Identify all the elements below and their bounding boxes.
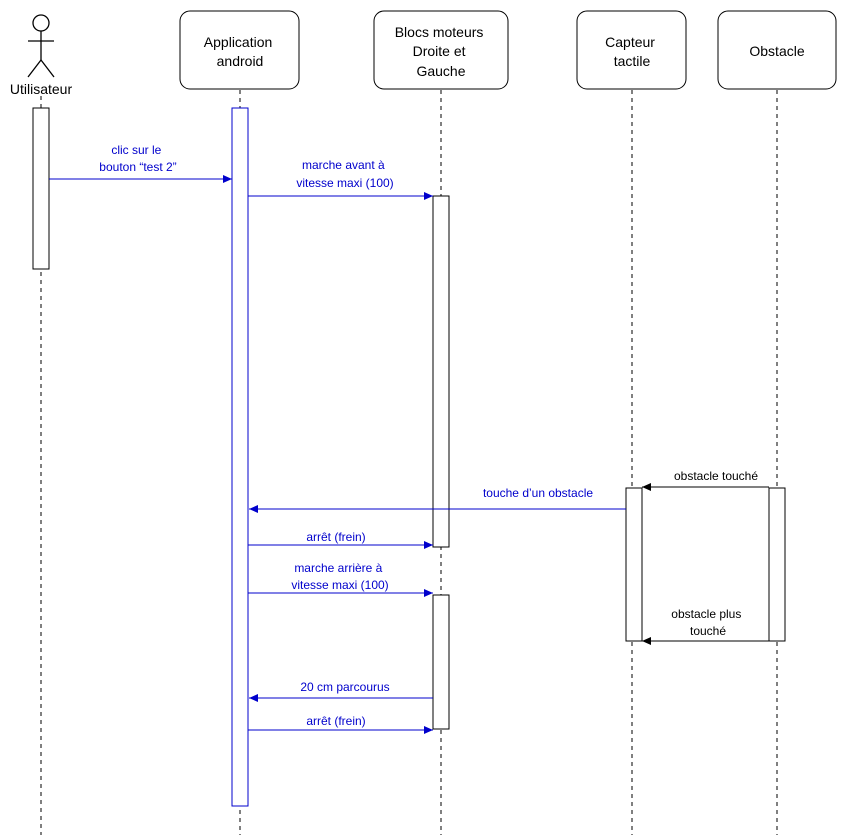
message-label-line: touche d’un obstacle	[483, 486, 593, 500]
message-stop-brake-2: arrêt (frein)	[248, 714, 433, 734]
activation-motors-forward	[432, 195, 450, 548]
message-label-line: vitesse maxi (100)	[291, 578, 388, 592]
message-label-line: clic sur le	[111, 143, 161, 157]
message-20cm: 20 cm parcourus	[249, 680, 433, 702]
message-label-line: obstacle touché	[674, 469, 758, 483]
participant-label: Blocs moteurs Droite et Gauche	[395, 24, 488, 79]
message-forward-max: marche avant à vitesse maxi (100)	[248, 158, 433, 200]
actor-label: Utilisateur	[10, 81, 73, 97]
participant-box	[373, 10, 509, 90]
participant-app: Application android	[179, 10, 300, 90]
message-reverse-max: marche arrière à vitesse maxi (100)	[248, 561, 433, 597]
participant-label-line: Application	[204, 34, 273, 50]
activation-user	[32, 107, 50, 270]
stick-figure-icon	[27, 14, 55, 78]
message-obstacle-touched: obstacle touché	[642, 469, 769, 491]
activation-sensor	[625, 487, 643, 642]
message-label: marche arrière à vitesse maxi (100)	[291, 561, 388, 592]
participant-sensor: Capteur tactile	[576, 10, 687, 90]
message-label-line: 20 cm parcourus	[300, 680, 389, 694]
participant-label-line: Capteur	[605, 34, 655, 50]
participant-label-line: Droite et	[413, 43, 466, 59]
participant-label-line: Blocs moteurs	[395, 24, 484, 40]
participant-label-line: tactile	[614, 53, 651, 69]
messages: clic sur le bouton “test 2” marche avant…	[49, 143, 769, 734]
lifelines	[40, 90, 778, 835]
message-label: arrêt (frein)	[306, 530, 365, 544]
participant-box	[576, 10, 687, 90]
message-label: clic sur le bouton “test 2”	[99, 143, 176, 174]
activation-motors-reverse	[432, 594, 450, 730]
message-label: arrêt (frein)	[306, 714, 365, 728]
message-label-line: obstacle plus	[671, 607, 741, 621]
message-label-line: bouton “test 2”	[99, 160, 176, 174]
message-label-line: arrêt (frein)	[306, 714, 365, 728]
participant-box	[717, 10, 837, 90]
message-stop-brake-1: arrêt (frein)	[248, 530, 433, 549]
message-click-test2: clic sur le bouton “test 2”	[49, 143, 232, 183]
message-label: obstacle plus touché	[671, 607, 744, 638]
participant-label-line: Gauche	[416, 63, 465, 79]
participant-label: Capteur tactile	[605, 34, 659, 69]
participant-obstacle: Obstacle	[717, 10, 837, 90]
activations	[32, 107, 786, 807]
message-label: obstacle touché	[674, 469, 758, 483]
message-label: 20 cm parcourus	[300, 680, 389, 694]
participant-label: Application android	[204, 34, 276, 69]
message-label: touche d’un obstacle	[483, 486, 593, 500]
participant-motors: Blocs moteurs Droite et Gauche	[373, 10, 509, 90]
message-label-line: arrêt (frein)	[306, 530, 365, 544]
message-label-line: vitesse maxi (100)	[296, 176, 393, 190]
message-label-line: marche arrière à	[294, 561, 382, 575]
participant-label-line: Obstacle	[749, 43, 804, 59]
message-label-line: marche avant à	[302, 158, 385, 172]
message-obstacle-released: obstacle plus touché	[642, 607, 769, 645]
message-label-line: touché	[690, 624, 726, 638]
message-touch-obstacle: touche d’un obstacle	[249, 486, 626, 513]
actor-user: Utilisateur	[10, 14, 73, 97]
participant-label: Obstacle	[749, 43, 804, 59]
participant-label-line: android	[217, 53, 264, 69]
activation-obstacle	[768, 487, 786, 642]
participant-box	[179, 10, 300, 90]
message-label: marche avant à vitesse maxi (100)	[296, 158, 393, 190]
activation-app	[231, 107, 249, 807]
